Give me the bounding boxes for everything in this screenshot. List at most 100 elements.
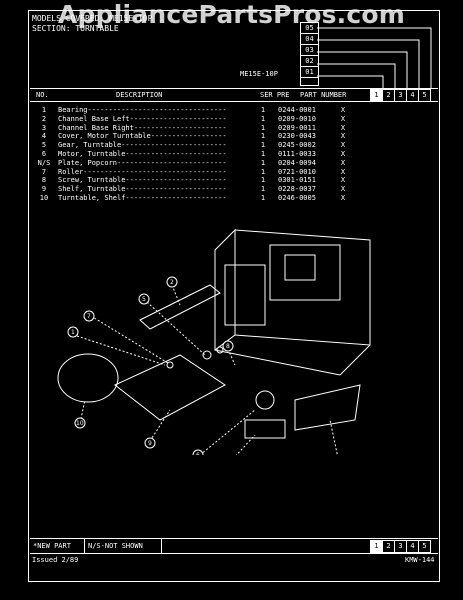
roller-drawing [166, 361, 174, 369]
parts-cell-no: 3 [41, 123, 47, 132]
callout-6: 6 [192, 449, 204, 455]
parts-cell-no: 10 [39, 193, 49, 202]
parts-cell-qty: 1 [260, 132, 266, 141]
channel-base-right-drawing [294, 384, 361, 431]
model-code: 01 [301, 67, 318, 78]
table-row: 5 Gear, Turntable------------------------… [30, 141, 360, 150]
parts-cell-part: 0228-0037 [278, 185, 316, 194]
parts-cell-qty: 1 [260, 193, 266, 202]
oven-cavity-drawing [214, 228, 371, 376]
watermark: AppliancePartsPros.com [57, 0, 406, 29]
parts-cell-description: Gear, Turntable------------------------- [58, 141, 227, 150]
column-part-number: PART NUMBER [300, 91, 347, 99]
parts-cell-x: X [340, 193, 346, 202]
parts-cell-x: X [340, 176, 346, 185]
parts-cell-description: Screw, Turntable------------------------ [58, 176, 227, 185]
column-model-box: 5 [418, 89, 431, 102]
table-row: 8 Screw, Turntable-----------------------… [30, 176, 360, 185]
model-label: ME15E-10P [240, 70, 278, 78]
parts-cell-x: X [340, 141, 346, 150]
model-code: 02 [301, 56, 318, 67]
footer-model-box: 5 [418, 540, 431, 553]
turntable-shelf-drawing [57, 353, 119, 403]
parts-cell-x: X [340, 158, 346, 167]
svg-text:1: 1 [71, 329, 75, 336]
svg-text:9: 9 [148, 440, 152, 447]
parts-cell-description: Roller---------------------------------- [58, 167, 227, 176]
channel-base-left-drawing [139, 284, 221, 330]
svg-text:6: 6 [196, 452, 200, 455]
parts-table: 1 Bearing--------------------------------… [30, 106, 360, 203]
footer-bar: *NEW PART N/S-NOT SHOWN 1 2 3 4 5 [30, 538, 438, 554]
callout-2: 2 [166, 276, 178, 288]
svg-text:10: 10 [76, 420, 84, 427]
parts-cell-part: 0721-0010 [278, 167, 316, 176]
document-id: KMW-144 [405, 556, 435, 564]
screw-drawing [216, 346, 224, 354]
parts-cell-part: 0245-0002 [278, 141, 316, 150]
parts-cell-x: X [340, 114, 346, 123]
table-row: N/S Plate, Popcorn-----------------------… [30, 159, 360, 168]
table-row: 7 Roller---------------------------------… [30, 168, 360, 177]
parts-cell-x: X [340, 106, 346, 114]
parts-cell-x: X [340, 132, 346, 141]
parts-cell-qty: 1 [260, 176, 266, 185]
motor-cover-drawing [244, 419, 286, 439]
parts-cell-x: X [340, 167, 346, 176]
parts-cell-part: 0204-0094 [278, 158, 316, 167]
parts-cell-no: 1 [41, 106, 47, 114]
parts-cell-qty: 1 [260, 123, 266, 132]
parts-cell-description: Motor, Turntable------------------------ [58, 149, 227, 158]
parts-cell-no: N/S [37, 158, 51, 167]
column-description: DESCRIPTION [116, 91, 163, 99]
parts-cell-x: X [340, 185, 346, 194]
callout-1: 1 [67, 326, 79, 338]
parts-cell-qty: 1 [260, 114, 266, 123]
parts-cell-no: 5 [41, 141, 47, 150]
footer-new-part: *NEW PART [30, 539, 85, 553]
callout-9: 9 [144, 437, 156, 449]
issued-date: Issued 2/89 [32, 556, 79, 564]
parts-cell-description: Channel Base Right---------------------- [58, 123, 227, 132]
parts-sheet-border [28, 10, 440, 582]
svg-text:8: 8 [226, 343, 230, 350]
table-row: 10 Turntable, Shelf----------------------… [30, 194, 360, 203]
svg-text:7: 7 [87, 313, 91, 320]
parts-cell-no: 2 [41, 114, 47, 123]
svg-text:5: 5 [142, 296, 146, 303]
parts-cell-qty: 1 [260, 141, 266, 150]
footer-not-shown: N/S-NOT SHOWN [85, 539, 162, 553]
parts-cell-part: 0244-0001 [278, 106, 316, 114]
parts-cell-part: 0230-0043 [278, 132, 316, 141]
parts-cell-part: 0209-0011 [278, 123, 316, 132]
models-covered-line: MODELS COVERED: ME15E-10P [32, 14, 153, 23]
section-line: SECTION: TURNTABLE [32, 24, 119, 33]
callout-10: 10 [74, 417, 86, 429]
model-code: 05 [301, 23, 318, 34]
parts-cell-no: 4 [41, 132, 47, 141]
table-row: 1 Bearing--------------------------------… [30, 106, 360, 115]
callout-5: 5 [138, 293, 150, 305]
parts-cell-description: Bearing--------------------------------- [58, 106, 227, 114]
parts-cell-part: 0246-0005 [278, 193, 316, 202]
parts-cell-description: Plate, Popcorn-------------------------- [58, 158, 227, 167]
turntable-shelf-drawing [114, 354, 226, 421]
parts-cell-no: 8 [41, 176, 47, 185]
column-no: NO. [36, 91, 49, 99]
parts-cell-qty: 1 [260, 167, 266, 176]
callout-8: 8 [222, 340, 234, 352]
parts-cell-part: 0111-0033 [278, 149, 316, 158]
parts-cell-part: 0301-0151 [278, 176, 316, 185]
parts-cell-no: 7 [41, 167, 47, 176]
model-code-box: 05 04 03 02 01 [300, 22, 319, 86]
column-ser-pre: SER PRE [260, 91, 290, 99]
parts-cell-description: Turntable, Shelf------------------------ [58, 193, 227, 202]
exploded-diagram: 1 2 3 4 5 6 7 8 9 10 [57, 228, 371, 455]
parts-cell-qty: 1 [260, 149, 266, 158]
parts-cell-x: X [340, 149, 346, 158]
gear-drawing [202, 350, 212, 360]
